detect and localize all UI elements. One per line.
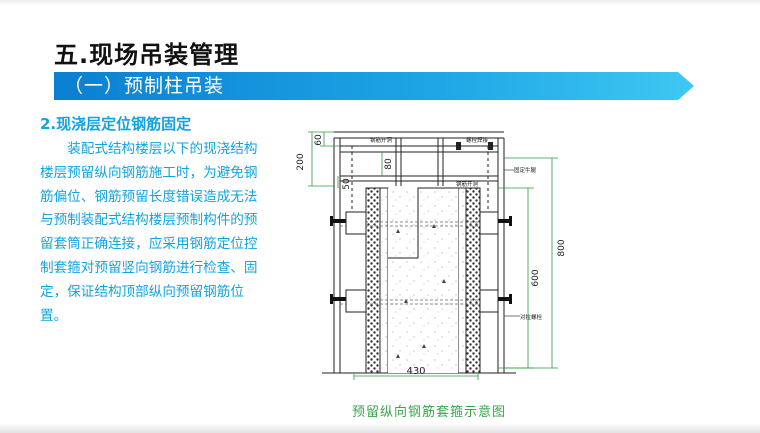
label-opposite-bolt: 对拉螺栓 [520, 313, 543, 321]
rebar-lines [351, 138, 489, 228]
dim-800: 800 [557, 239, 567, 256]
side-block [345, 289, 367, 313]
figure-caption: 预留纵向钢筋套箍示意图 [352, 405, 507, 420]
side-block [479, 289, 499, 313]
nut-marker [488, 142, 493, 150]
dim-80: 80 [384, 158, 394, 170]
dim-200: 200 [296, 153, 306, 170]
side-block [479, 211, 499, 235]
label-rebar-hole-top: 钢筋开洞 [370, 136, 393, 144]
body-paragraph: 装配式结构楼层以下的现浇结构楼层预留纵向钢筋施工时，为避免钢筋偏位、钢筋预留长度… [40, 141, 258, 324]
dim-60: 60 [314, 134, 324, 146]
wall-hatch-left-inner [379, 187, 389, 374]
dim-430: 430 [406, 366, 425, 377]
dim-600: 600 [531, 269, 541, 286]
dim-50: 50 [342, 178, 352, 190]
wall-hatch-right-inner [457, 187, 467, 374]
nut-marker [456, 142, 461, 150]
dimension-lines [308, 131, 558, 380]
top-border [0, 0, 760, 6]
tie-bolt [492, 216, 512, 226]
wall-hatch-left-outer [365, 187, 381, 374]
aggregate-marks [396, 224, 446, 358]
label-nut-welding: 螺栓焊接 [466, 136, 489, 144]
label-fixed-bracket: 固定牛腿 [514, 166, 537, 174]
tie-bolt [330, 294, 350, 304]
section-label: （一）预制柱吊装 [64, 75, 225, 97]
tie-bolt [330, 216, 350, 226]
wall-hatch-right-outer [465, 187, 481, 374]
bottom-border [0, 423, 760, 433]
side-block [345, 211, 367, 235]
slide-title: 五.现场吊装管理 [54, 41, 240, 69]
section-bar-arrow [54, 72, 694, 100]
section-bar: （一）预制柱吊装 [54, 72, 694, 100]
tie-bolt [492, 294, 512, 304]
concrete-step-line [388, 187, 458, 259]
label-rebar-hole-mid: 钢筋开洞 [456, 180, 479, 188]
formwork-frame [322, 131, 516, 374]
rebar-sleeve-drawing: 200 60 80 50 800 600 430 钢筋开洞 螺栓焊接 固定牛腿 … [296, 131, 567, 380]
sub-heading: 2.现浇层定位钢筋固定 [40, 115, 192, 133]
concrete-core [388, 188, 458, 373]
